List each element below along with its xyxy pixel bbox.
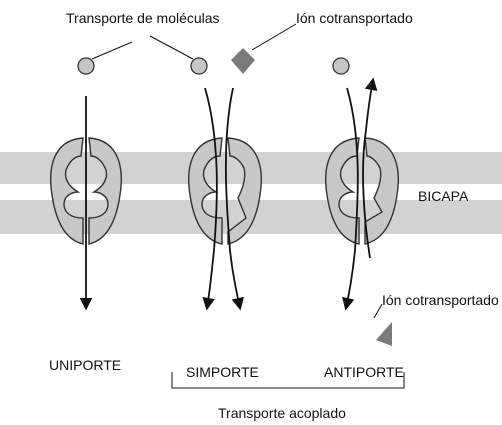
coupled-transport-label: Transporte acoplado: [218, 405, 346, 421]
antiport-molecule-path-arrow: [346, 88, 358, 308]
ion-leader-bottom: [374, 304, 382, 318]
antiport-molecule: [333, 58, 349, 74]
molecules-leader-left: [92, 42, 132, 59]
symport-label: SIMPORTE: [186, 364, 259, 380]
antiport-label: ANTIPORTE: [324, 364, 404, 380]
uniport-molecule: [78, 58, 94, 74]
molecules-leader-right: [150, 36, 193, 59]
uniport-label: UNIPORTE: [49, 357, 121, 373]
ion-leader-top: [252, 24, 296, 50]
molecule-transport-label: Transporte de moléculas: [66, 10, 220, 26]
symport-molecule: [191, 58, 207, 74]
cotransported-ion-label-bottom: Ión cotransportado: [382, 292, 499, 308]
antiport-released-ion: [376, 322, 392, 346]
bilayer-label: BICAPA: [418, 188, 468, 204]
cotransported-ion-label-top: Ión cotransportado: [296, 10, 413, 26]
symport-molecule-path-arrow: [205, 88, 217, 308]
symport-ion: [231, 48, 255, 74]
